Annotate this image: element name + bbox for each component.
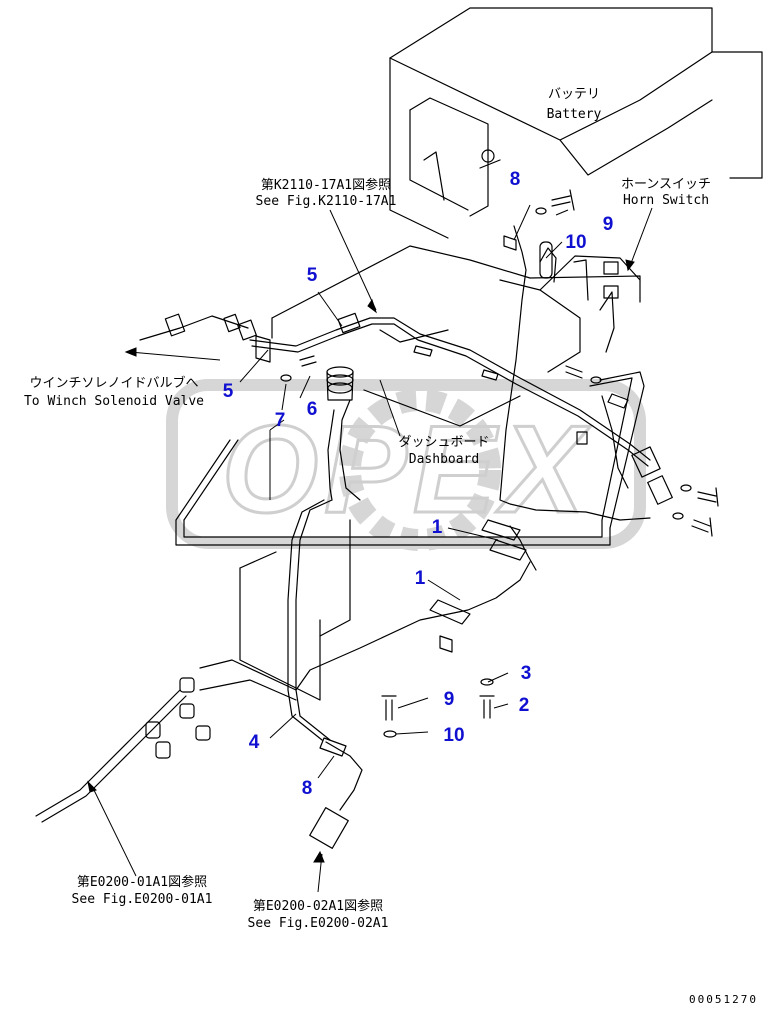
callout-6: 6 (307, 399, 318, 420)
callout-9-bottom: 9 (444, 689, 455, 710)
grommet (326, 366, 354, 401)
ref-k2110-label-en: See Fig.K2110-17A1 (256, 194, 397, 209)
drawing-number: 00051270 (689, 993, 758, 1006)
ref-e0200-02-label-jp: 第E0200-02A1図参照 (253, 898, 383, 914)
battery-label-jp: バッテリ (548, 87, 600, 102)
clamps (255, 235, 629, 757)
callout-9-top: 9 (603, 214, 614, 235)
leader-lines (87, 204, 653, 893)
watermark: OPEX (166, 379, 646, 551)
connectors (145, 241, 673, 849)
dashboard-panel (271, 245, 641, 427)
dashboard-label-jp: ダッシュボード (398, 435, 489, 450)
watermark-gear (339, 389, 501, 551)
part-callouts: 8 9 10 5 5 6 7 1 1 3 2 9 10 4 8 (223, 169, 614, 799)
dashboard-label-en: Dashboard (409, 452, 479, 467)
watermark-text: OPEX (222, 401, 591, 539)
callout-3: 3 (521, 663, 532, 684)
wire-harness (35, 225, 651, 823)
watermark-frame (166, 379, 646, 549)
callout-2: 2 (519, 695, 530, 716)
callout-8-top: 8 (510, 169, 521, 190)
lower-box (239, 519, 351, 701)
callout-1-upper: 1 (432, 517, 443, 538)
ref-e0200-01-label-en: See Fig.E0200-01A1 (72, 892, 213, 907)
ref-e0200-02-label-en: See Fig.E0200-02A1 (248, 916, 389, 931)
callout-7: 7 (275, 410, 286, 431)
callout-8-bottom: 8 (302, 778, 313, 799)
callout-4: 4 (249, 732, 260, 753)
ref-e0200-01-label-jp: 第E0200-01A1図参照 (77, 874, 207, 890)
callout-10-bottom: 10 (443, 725, 464, 746)
winch-label-en: To Winch Solenoid Valve (24, 394, 204, 409)
dashboard-frame (175, 371, 645, 546)
bolts-and-washers (280, 189, 719, 738)
callout-5-left: 5 (223, 381, 234, 402)
horn-switch-label-jp: ホーンスイッチ (621, 177, 711, 192)
battery-label-en: Battery (547, 107, 602, 122)
callout-5-top: 5 (307, 265, 318, 286)
battery (389, 7, 763, 239)
winch-label-jp: ウインチソレノイドバルブへ (29, 375, 198, 391)
callout-10-top: 10 (565, 232, 586, 253)
callout-1-lower: 1 (415, 568, 426, 589)
ref-k2110-label-jp: 第K2110-17A1図参照 (261, 177, 391, 193)
horn-switch-label-en: Horn Switch (623, 193, 709, 208)
